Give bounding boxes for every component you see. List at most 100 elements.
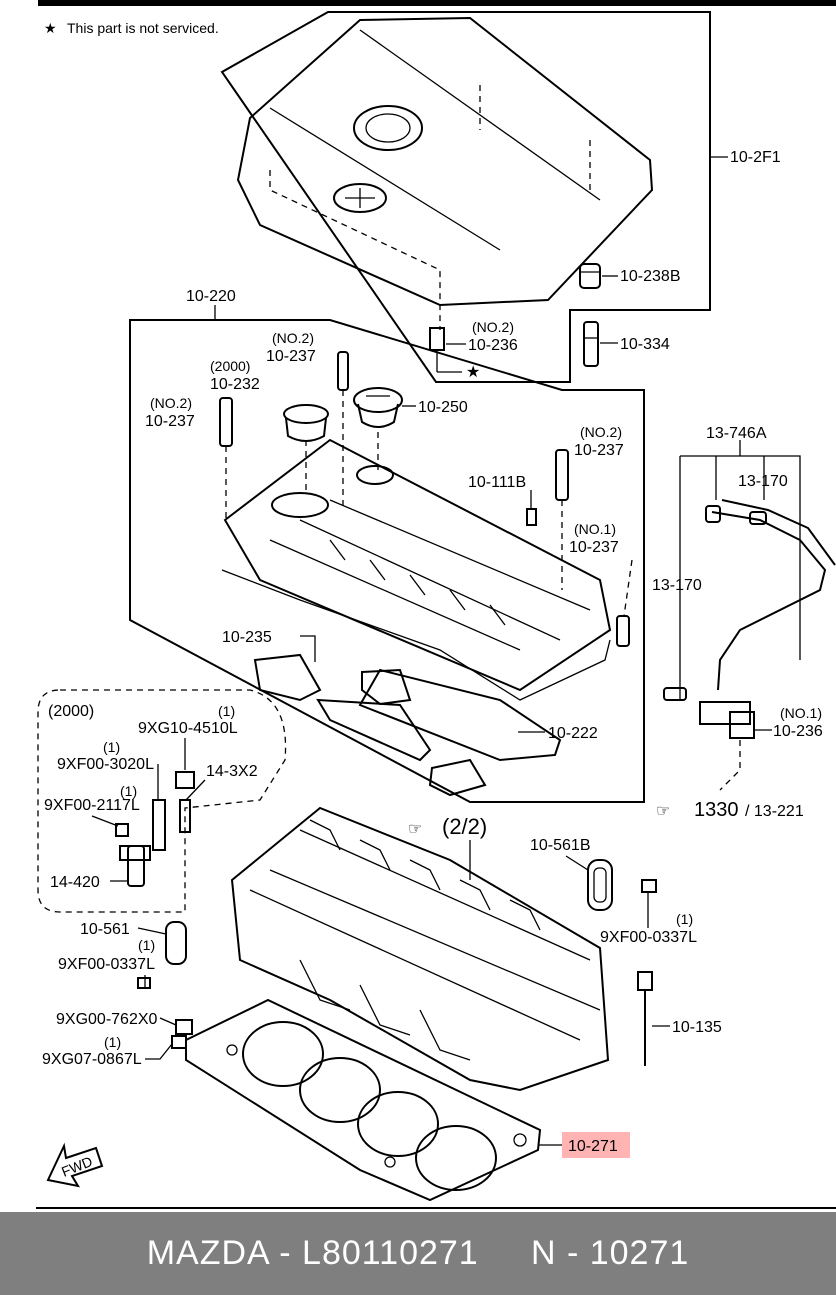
label-10-334: 10-334 bbox=[620, 336, 670, 353]
label-9xf00-0337-l: 9XF00-0337L bbox=[58, 956, 155, 973]
leader-10-561 bbox=[137, 927, 167, 935]
label-q1-a: (1) bbox=[218, 703, 235, 719]
label-10-561: 10-561 bbox=[80, 921, 130, 938]
label-9xf00-3020: 9XF00-3020L bbox=[57, 756, 154, 773]
label-13-170-top: 13-170 bbox=[738, 473, 788, 490]
label-10-238b: 10-238B bbox=[620, 268, 681, 285]
label-9xg00: 9XG00-762X0 bbox=[56, 1011, 158, 1028]
label-10-236-no1: 10-236 bbox=[773, 723, 823, 740]
cylinder-head-cover bbox=[221, 438, 612, 701]
star-icon: ★ bbox=[44, 20, 57, 36]
label-9xf00-2117: 9XF00-2117L bbox=[44, 797, 140, 814]
star-marker-icon: ★ bbox=[466, 364, 480, 381]
label-10-237-no1: 10-237 bbox=[569, 539, 619, 556]
seal-10-237-right bbox=[555, 449, 569, 501]
bracket-13-746a bbox=[679, 440, 801, 700]
stud-10-334 bbox=[583, 321, 599, 367]
label-10-237-top: 10-237 bbox=[266, 348, 316, 365]
label-10-235: 10-235 bbox=[222, 629, 272, 646]
variant-2000-group bbox=[37, 689, 287, 913]
fwd-arrow-icon bbox=[46, 1142, 104, 1188]
exploded-parts-diagram: ★ This part is not serviced. 10-2F1 10-2… bbox=[36, 11, 836, 1209]
cylinder-head bbox=[230, 806, 610, 1092]
label-13-170-mid: 13-170 bbox=[652, 577, 702, 594]
highlight-10-271 bbox=[562, 1132, 630, 1158]
label-q1-b: (1) bbox=[103, 739, 120, 755]
service-note: This part is not serviced. bbox=[67, 20, 219, 36]
gasket-10-561b bbox=[587, 859, 613, 911]
part-number-footer: MAZDA - L80110271 N - 10271 bbox=[0, 1212, 836, 1295]
engine-cover-frame bbox=[220, 11, 711, 383]
plug-9xg00 bbox=[175, 1019, 193, 1035]
engine-cover bbox=[236, 16, 654, 330]
seal-10-237-top bbox=[337, 351, 349, 391]
label-9xf00-0337-r: 9XF00-0337L bbox=[600, 929, 697, 946]
leader-9xf00-2117 bbox=[91, 815, 119, 827]
label-q1-f: (1) bbox=[104, 1034, 121, 1050]
label-10-271: 10-271 bbox=[568, 1138, 618, 1155]
tube-10-135 bbox=[637, 971, 653, 1066]
bolt-9xf00-0337-r bbox=[641, 879, 657, 893]
stud-14-3x2 bbox=[179, 799, 191, 833]
label-10-222: 10-222 bbox=[548, 725, 598, 742]
label-q1-d: (1) bbox=[676, 911, 693, 927]
leader-14-3x2 bbox=[185, 779, 206, 801]
leader-10-561b bbox=[565, 855, 589, 871]
gasket-10-235 bbox=[253, 653, 487, 797]
label-10-111b: 10-111B bbox=[468, 474, 526, 491]
cylinder-head-cover-frame bbox=[129, 319, 645, 803]
label-10-561b: 10-561B bbox=[530, 837, 591, 854]
label-10-232: 10-232 bbox=[210, 376, 260, 393]
top-rule bbox=[38, 0, 836, 6]
seal-10-237-no1 bbox=[616, 615, 630, 647]
guide-10-237-no1 bbox=[623, 559, 633, 617]
label-13-746a: 13-746A bbox=[706, 425, 767, 442]
oil-filler-cap-10-250 bbox=[353, 387, 403, 428]
bolt-9xf00-3020 bbox=[152, 799, 166, 851]
label-no2-a: (NO.2) bbox=[472, 319, 514, 335]
label-10-237-left: 10-237 bbox=[145, 413, 195, 430]
guide-pcv bbox=[719, 740, 741, 791]
clip-10-236-no1 bbox=[699, 701, 755, 739]
label-14-420: 14-420 bbox=[50, 874, 100, 891]
label-no1-a: (NO.1) bbox=[574, 521, 616, 537]
clip-10-236-no2 bbox=[429, 327, 462, 373]
grommet-10-238b bbox=[579, 263, 601, 289]
label-no2-d: (NO.2) bbox=[580, 424, 622, 440]
label-1330: 1330 bbox=[694, 799, 739, 821]
leader-9xg07 bbox=[145, 1043, 173, 1060]
gasket-10-222 bbox=[358, 668, 562, 762]
label-2000-b: (2000) bbox=[48, 703, 94, 720]
label-13-221: / 13-221 bbox=[745, 803, 804, 820]
pcv-hose bbox=[663, 499, 836, 701]
leader-9xg00 bbox=[159, 1017, 177, 1026]
gasket-10-561 bbox=[165, 921, 187, 965]
label-10-250: 10-250 bbox=[418, 399, 468, 416]
seal-10-237-left bbox=[219, 397, 233, 447]
label-9xg10: 9XG10-4510L bbox=[138, 720, 238, 737]
label-2000-a: (2000) bbox=[210, 358, 250, 374]
label-9xg07: 9XG07-0867L bbox=[42, 1051, 142, 1068]
cylinder-head-gasket-10-271 bbox=[185, 998, 542, 1202]
leader-10-235 bbox=[300, 635, 316, 662]
label-no2-b: (NO.2) bbox=[272, 330, 314, 346]
label-10-2f1: 10-2F1 bbox=[730, 149, 781, 166]
label-10-237-right: 10-237 bbox=[574, 442, 624, 459]
nut-9xg10 bbox=[175, 771, 195, 789]
hand-pointer-icon: ☞ bbox=[656, 803, 670, 820]
plug-9xg07 bbox=[171, 1035, 187, 1049]
bolt-9xf00-2117 bbox=[115, 823, 129, 837]
label-10-236-no2: 10-236 bbox=[468, 337, 518, 354]
bolt-9xf00-0337-l bbox=[137, 977, 151, 989]
label-q1-e: (1) bbox=[138, 937, 155, 953]
label-10-220: 10-220 bbox=[186, 288, 236, 305]
label-10-135: 10-135 bbox=[672, 1019, 722, 1036]
label-no2-c: (NO.2) bbox=[150, 395, 192, 411]
sensor-14-420 bbox=[119, 845, 151, 887]
oil-filler-cap-10-232 bbox=[283, 404, 329, 442]
label-2-2: (2/2) bbox=[442, 814, 487, 839]
label-14-3x2: 14-3X2 bbox=[206, 763, 258, 780]
label-fwd: FWD bbox=[59, 1153, 95, 1180]
label-no1-b: (NO.1) bbox=[780, 705, 822, 721]
label-q1-c: (1) bbox=[120, 783, 137, 799]
